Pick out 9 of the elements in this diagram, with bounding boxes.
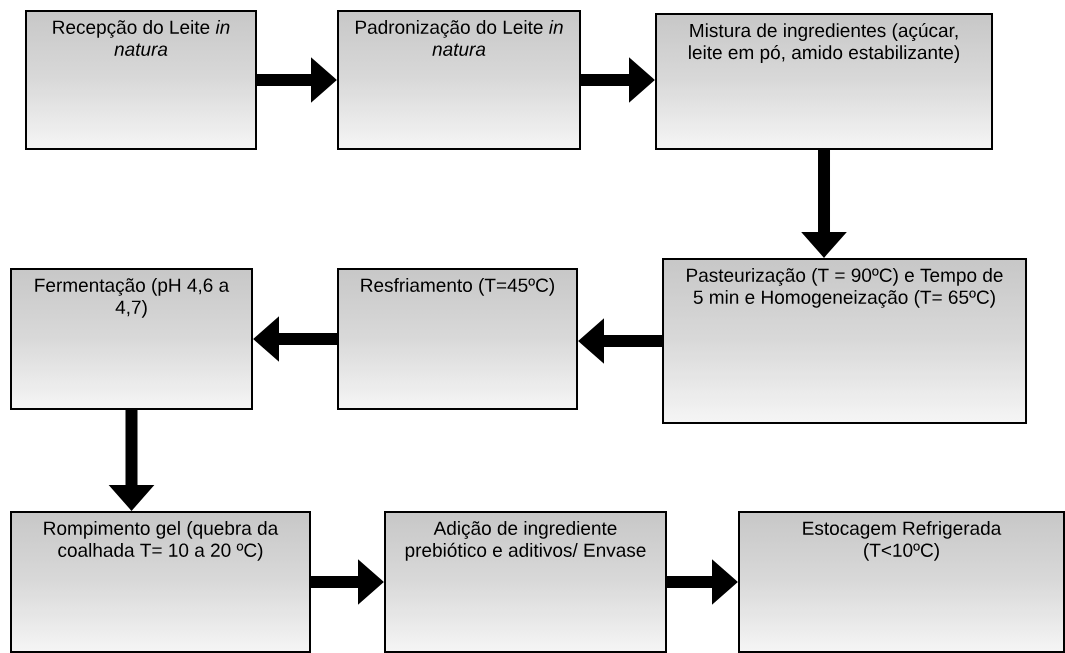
process-box: Adição de ingrediente prebiótico e aditivos/ Envase xyxy=(384,511,667,653)
process-box: Estocagem Refrigerada (T<10ºC) xyxy=(738,511,1065,653)
process-box: Resfriamento (T=45ºC) xyxy=(337,268,578,410)
process-box: Padronização do Leite in natura xyxy=(337,10,581,150)
process-box: Pasteurização (T = 90ºC) e Tempo de 5 min e Homogeneização (T= 65ºC) xyxy=(662,258,1027,424)
process-box: Recepção do Leite in natura xyxy=(25,10,257,150)
process-box: Fermentação (pH 4,6 a 4,7) xyxy=(10,268,253,410)
process-box: Rompimento gel (quebra da coalhada T= 10 a 20 ºC) xyxy=(10,511,311,653)
process-box: Mistura de ingredientes (açúcar, leite em pó, amido estabilizante) xyxy=(655,13,993,150)
